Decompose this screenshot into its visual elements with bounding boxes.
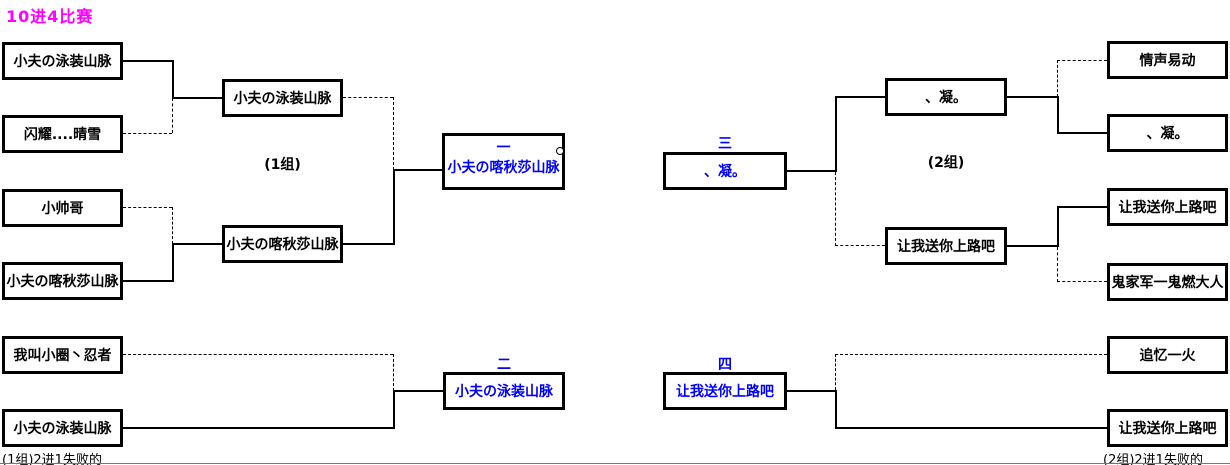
team-box-left-r2-1[interactable]: 小夫の泳装山脉 <box>222 79 343 117</box>
connector-line <box>172 97 222 99</box>
connector-line-dashed <box>123 133 172 134</box>
team-box-right-r1-3[interactable]: 让我送你上路吧 <box>1107 188 1228 226</box>
connector-line-dashed <box>393 97 394 170</box>
group-label-2: (2组) <box>927 155 965 171</box>
connector-line-dashed <box>172 98 173 133</box>
seed-label-4: 四 <box>718 357 732 373</box>
connector-line <box>835 96 837 172</box>
connector-line <box>787 390 835 392</box>
connector-line <box>123 427 393 429</box>
connector-line-dashed <box>343 97 393 98</box>
team-box-right-r2-2[interactable]: 让我送你上路吧 <box>885 227 1007 265</box>
winner-box-2[interactable]: 小夫の泳装山脉 <box>443 372 565 410</box>
connector-line-dashed <box>1057 247 1058 282</box>
connector-line-dashed <box>1057 281 1107 282</box>
connector-line <box>835 390 837 429</box>
winner-box-1[interactable]: 一 小夫の喀秋莎山脉 <box>442 133 565 190</box>
connector-line <box>1057 206 1059 247</box>
connector-line <box>172 243 222 245</box>
bottom-rule <box>0 463 1230 464</box>
connector-line <box>1007 245 1057 247</box>
team-box-right-r1-2[interactable]: 、凝。 <box>1107 114 1228 152</box>
connector-line-dashed <box>835 354 1107 355</box>
team-box-right-r1-1[interactable]: 情声易动 <box>1107 41 1228 79</box>
connector-line-dashed <box>172 207 173 244</box>
connector-line <box>172 243 174 282</box>
team-box-right-r1-4[interactable]: 鬼家军一鬼燃大人 <box>1107 263 1228 301</box>
team-box-right-cons-1[interactable]: 追忆一火 <box>1107 336 1228 374</box>
connector-line <box>787 170 835 172</box>
connector-line-dashed <box>393 354 394 391</box>
team-box-left-cons-2[interactable]: 小夫の泳装山脉 <box>2 409 123 447</box>
connector-line <box>1007 96 1057 98</box>
bracket-title: 10进4比赛 <box>6 7 94 26</box>
connector-line-dashed <box>123 354 393 355</box>
connector-line-dashed <box>1057 60 1107 61</box>
winner-box-4[interactable]: 让我送你上路吧 <box>663 372 787 410</box>
connector-line <box>123 280 172 282</box>
selection-handle-icon[interactable] <box>556 147 564 155</box>
winner-box-3[interactable]: 、凝。 <box>663 152 787 190</box>
connector-line <box>393 390 395 429</box>
seed-label-3: 三 <box>718 136 732 152</box>
team-box-left-r1-4[interactable]: 小夫の喀秋莎山脉 <box>2 262 123 300</box>
connector-line <box>1057 132 1107 134</box>
seed-label-1: 一 <box>496 140 511 156</box>
connector-line-dashed <box>1057 60 1058 97</box>
loser-note-1: (1组)2进1失败的 <box>2 453 102 465</box>
team-box-right-r2-1[interactable]: 、凝。 <box>885 78 1007 116</box>
team-box-left-r2-2[interactable]: 小夫の喀秋莎山脉 <box>222 225 343 263</box>
seed-label-2: 二 <box>497 357 511 373</box>
connector-line <box>172 60 174 98</box>
connector-line-dashed <box>835 172 836 246</box>
group-label-1: (1组) <box>264 157 301 173</box>
team-box-left-r1-3[interactable]: 小帅哥 <box>2 189 123 227</box>
connector-line <box>835 427 1107 429</box>
connector-line-dashed <box>835 245 885 246</box>
team-box-left-r1-1[interactable]: 小夫の泳装山脉 <box>2 42 123 80</box>
connector-line <box>123 60 172 62</box>
connector-line <box>393 390 443 392</box>
connector-line <box>1057 96 1059 134</box>
team-box-left-r1-2[interactable]: 闪耀....晴雪 <box>2 115 123 153</box>
loser-note-2: (2组)2进1失败的 <box>1103 453 1203 465</box>
connector-line <box>393 169 395 245</box>
connector-line <box>1057 206 1107 208</box>
connector-line <box>343 243 393 245</box>
winner-name-1: 小夫の喀秋莎山脉 <box>447 160 560 176</box>
team-box-right-cons-2[interactable]: 让我送你上路吧 <box>1107 409 1228 447</box>
connector-line <box>393 169 442 171</box>
connector-line <box>835 96 885 98</box>
team-box-left-cons-1[interactable]: 我叫小圈丶忍者 <box>2 336 123 374</box>
connector-line-dashed <box>123 207 172 208</box>
connector-line-dashed <box>835 354 836 390</box>
